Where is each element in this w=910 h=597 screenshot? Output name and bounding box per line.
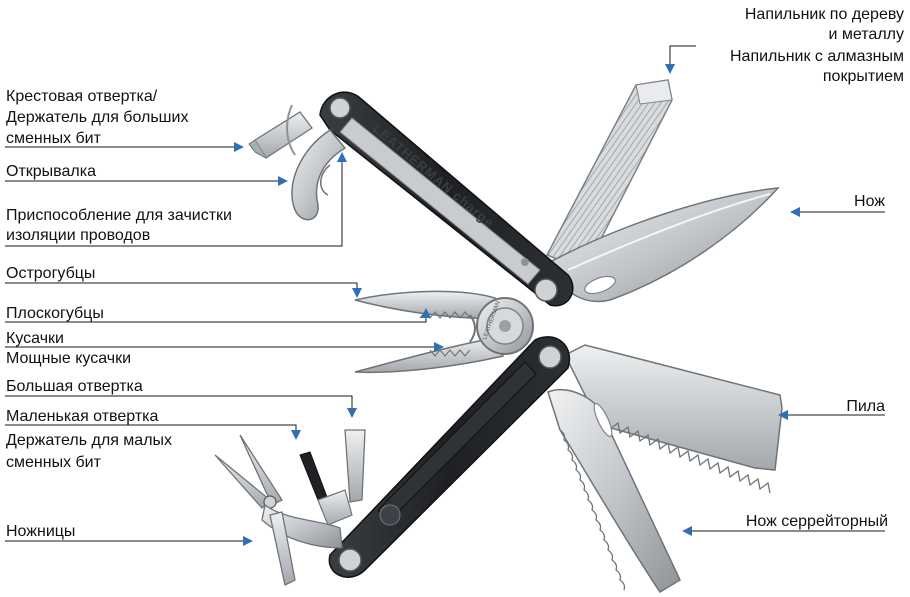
label-serrated-knife: Нож серрейторный (745, 513, 888, 530)
label-stripper: Приспособление для зачистки изоляции про… (6, 206, 232, 246)
label-large-screwdriver: Большая отвертка (6, 378, 143, 395)
leader-lines (5, 45, 885, 542)
label-line: Держатель для малых (6, 432, 173, 449)
large-screwdriver (344, 429, 366, 503)
saw-blade (563, 344, 783, 494)
label-line: сменных бит (6, 130, 101, 147)
label-phillips: Крестовая отвертка/ Держатель для больши… (6, 86, 188, 149)
label-file-diamond: Напильник с алмазным покрытием (730, 47, 904, 87)
label-line: и металлу (828, 26, 904, 43)
label-file-wood-metal: Напильник по дереву и металлу (745, 5, 904, 45)
label-knife: Нож (854, 193, 885, 210)
label-small-screwdriver: Маленькая отвертка (6, 408, 159, 425)
label-line: покрытием (822, 68, 904, 85)
label-scissors: Ножницы (6, 523, 76, 540)
label-line: Напильник по дереву (744, 6, 904, 23)
leader-arrows (234, 64, 800, 546)
label-line: Приспособление для зачистки (6, 207, 232, 224)
label-small-bit-holder: Держатель для малых сменных бит (6, 430, 172, 474)
label-opener: Открывалка (6, 163, 96, 180)
knife-blade (549, 187, 780, 303)
serrated-knife-blade (547, 389, 681, 594)
label-line: сменных бит (6, 454, 101, 471)
bottle-opener (291, 129, 347, 221)
label-hard-cutters: Мощные кусачки (6, 350, 132, 367)
label-line: Крестовая отвертка/ (6, 88, 158, 105)
label-saw: Пила (846, 398, 885, 415)
label-line: Напильник с алмазным (729, 48, 904, 65)
pivot (476, 297, 534, 355)
label-line: изоляции проводов (6, 227, 151, 244)
scissors (214, 434, 343, 586)
label-pliers: Плоскогубцы (6, 305, 104, 322)
upper-handle (319, 91, 574, 307)
label-line: Держатель для больших (6, 109, 189, 126)
small-bit-holder (299, 451, 353, 526)
label-needlenose: Острогубцы (6, 265, 96, 282)
label-cutters: Кусачки (6, 330, 64, 347)
lower-handle (328, 336, 571, 578)
phillips-bit-holder (248, 104, 313, 159)
